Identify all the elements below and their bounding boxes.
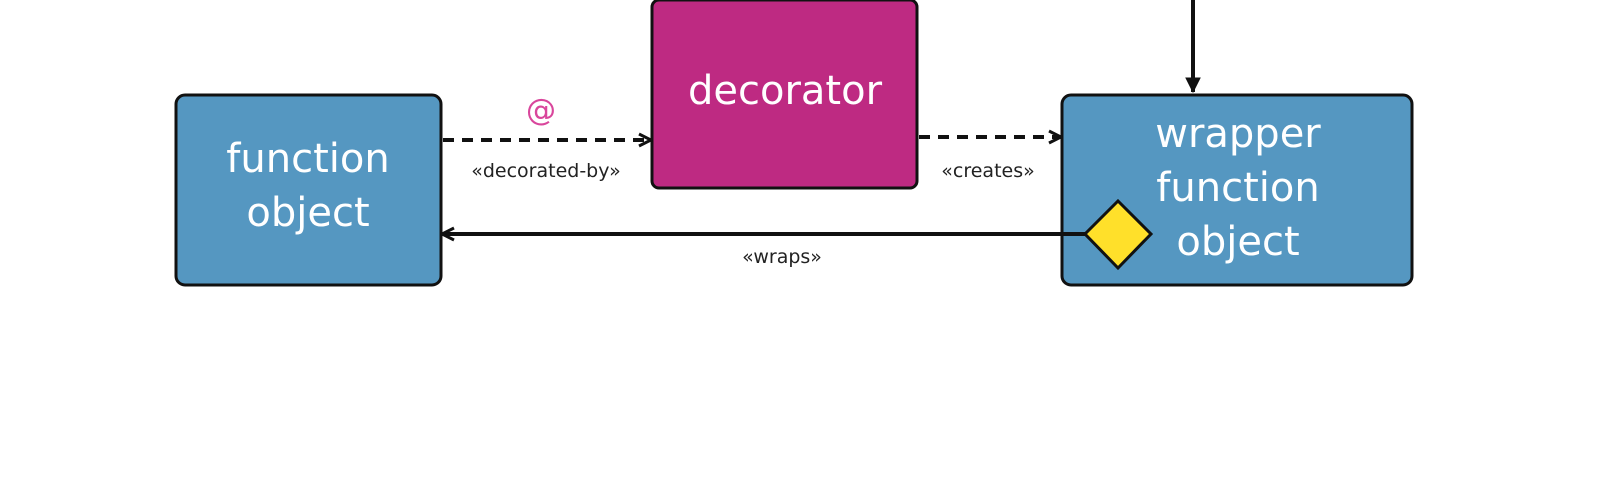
decorated-by-label: «decorated-by» [471, 160, 621, 182]
function-object-line-1: function [226, 136, 389, 182]
decorator-box [650, 0, 919, 190]
wraps-label: «wraps» [742, 246, 822, 268]
creates-label: «creates» [941, 160, 1034, 182]
wrapper-line-2: function [1156, 165, 1319, 211]
function-object-box [174, 93, 443, 287]
function-object-line-2: object [246, 190, 369, 236]
decorator-at-symbol: @ [526, 93, 556, 128]
decorator-node: decorator [650, 0, 919, 190]
function-object-node: function object [174, 93, 443, 287]
wrapper-line-3: object [1176, 219, 1299, 265]
decorator-label: decorator [688, 68, 883, 114]
composition-diamond [1082, 198, 1154, 271]
wrapper-line-1: wrapper [1155, 111, 1321, 157]
